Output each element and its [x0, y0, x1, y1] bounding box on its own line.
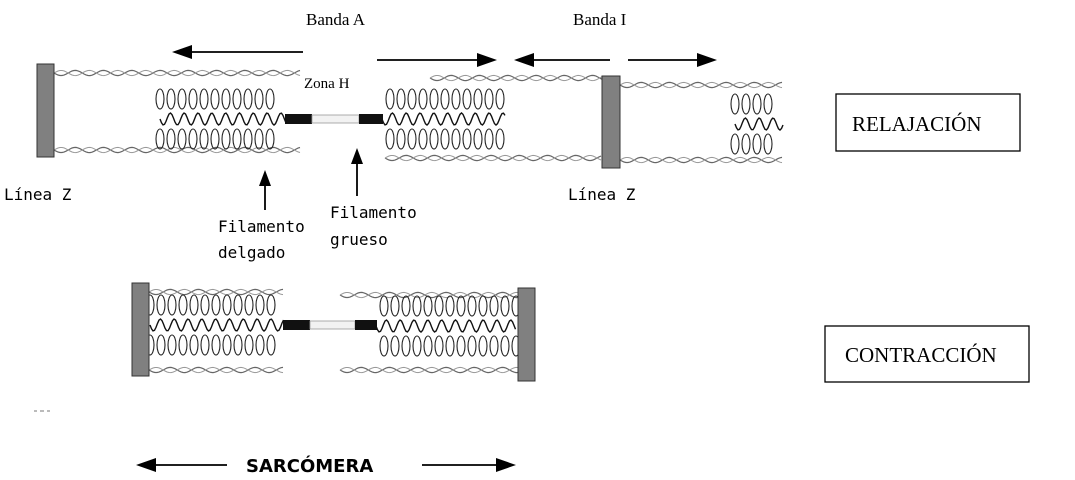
relaxed-thick-filament-bare-right [359, 114, 383, 124]
filamento-grueso-label-line2: grueso [330, 230, 388, 249]
relajacion-label: RELAJACIÓN [852, 112, 982, 136]
relaxed-thin-filaments [53, 69, 783, 164]
banda-i-label: Banda I [573, 10, 627, 29]
contracted-thick-filament-bare-left [283, 320, 310, 330]
relajacion-box [835, 93, 1021, 152]
relaxed-z-line-right [601, 75, 621, 169]
relaxed-z-line-left [36, 63, 55, 158]
relaxed-thin-center-top [429, 74, 603, 82]
relaxed-thick-left [155, 88, 287, 150]
scan-specks [34, 410, 50, 412]
filamento-delgado-pointer [259, 170, 271, 210]
contracted-thin-left-top [148, 288, 284, 296]
contracted-z-line-right [517, 287, 536, 382]
relaxed-thin-center-bottom [384, 154, 602, 162]
relaxed-thick-filament-bare-left [285, 114, 312, 124]
contraccion-label: CONTRACCIÓN [845, 343, 997, 367]
banda-a-label: Banda A [306, 10, 366, 29]
relaxed-sarcomere [36, 63, 784, 169]
filamento-delgado-label-line2: delgado [218, 243, 285, 262]
relaxed-thin-right-bottom [619, 156, 783, 164]
contracted-thin-filaments [148, 288, 519, 374]
contracted-thin-left-bottom [148, 366, 284, 374]
band-a-arrows [172, 45, 497, 67]
relaxed-thick-filaments [155, 88, 784, 155]
relaxed-thin-right-top [619, 81, 783, 89]
contracted-z-line-left [131, 282, 150, 377]
contracted-thick-right [375, 295, 521, 357]
contracted-sarcomere [131, 282, 536, 382]
contracted-thin-right-bottom [339, 366, 519, 374]
linea-z-left-label: Línea Z [4, 185, 72, 204]
sarcomera-arrow [136, 458, 516, 472]
contraccion-box [824, 325, 1030, 383]
filamento-delgado-label-line1: Filamento [218, 217, 305, 236]
contracted-h-zone-bar [309, 320, 356, 330]
contracted-thick-filaments [145, 294, 521, 357]
contracted-thick-filament-bare-right [355, 320, 377, 330]
filamento-grueso-label-line1: Filamento [330, 203, 417, 222]
contracted-thick-left [145, 294, 285, 356]
filamento-grueso-pointer [351, 148, 363, 196]
zona-h-label: Zona H [304, 76, 350, 92]
sarcomera-label: SARCÓMERA [246, 455, 373, 477]
relaxed-thin-left-bottom [53, 146, 301, 154]
linea-z-right-label: Línea Z [568, 185, 636, 204]
relaxed-thick-right [381, 88, 506, 150]
relaxed-h-zone-bar [311, 114, 360, 124]
contracted-thin-right-top [339, 291, 519, 299]
relaxed-thick-far-right [730, 93, 784, 155]
relaxed-thin-left-top [53, 69, 301, 77]
band-i-arrows [514, 53, 717, 67]
